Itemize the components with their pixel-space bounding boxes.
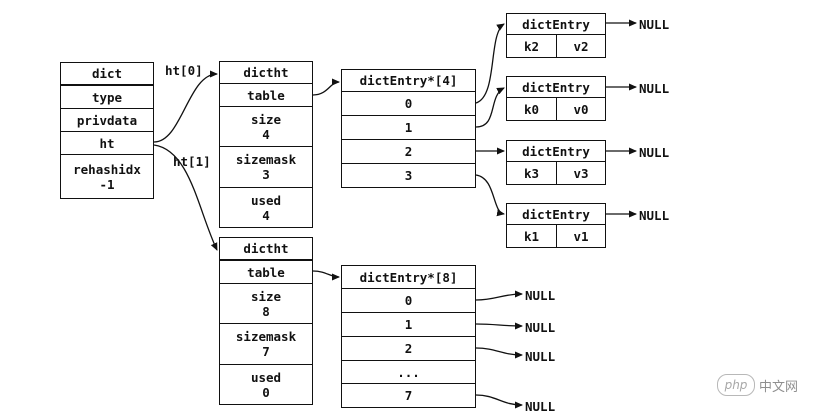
dict-entry-3-title: dictEntry	[506, 203, 606, 225]
null-label-7: NULL	[525, 399, 556, 414]
dict-entry-2-title: dictEntry	[506, 140, 606, 162]
table8-slot-1: 1	[341, 312, 476, 337]
table8-slot-3: ...	[341, 360, 476, 385]
watermark-text: 中文网	[759, 379, 799, 395]
dict-entry-3-key: k1	[506, 224, 557, 248]
dict-entry-0-key: k2	[506, 34, 557, 58]
table4-slot-1: 1	[341, 115, 476, 140]
table8-header-cell: dictEntry*[8]	[341, 265, 476, 289]
null-label-0: NULL	[639, 17, 670, 32]
dict-entry-0-title: dictEntry	[506, 13, 606, 35]
ht0-dictht-title-cell: dictht	[219, 61, 313, 84]
null-label-4: NULL	[525, 288, 556, 303]
table8-slot-4: 7	[341, 383, 476, 408]
dict-privdata-cell: privdata	[60, 108, 154, 132]
table4-header-cell: dictEntry*[4]	[341, 69, 476, 92]
dict-entry-3-value: v1	[556, 224, 606, 248]
null-label-3: NULL	[639, 208, 670, 223]
ht0-pointer-edge	[153, 70, 218, 143]
ht1-dictht-title-cell: dictht	[219, 237, 313, 260]
dict-ht-cell: ht	[60, 131, 154, 155]
table4-slot-2: 2	[341, 139, 476, 164]
ht0-table-edge	[312, 78, 340, 96]
dict-entry-0-value: v2	[556, 34, 606, 58]
dict-entry-1-title: dictEntry	[506, 76, 606, 98]
null-label-6: NULL	[525, 349, 556, 364]
php-logo: php	[717, 374, 755, 396]
dict-type-cell: type	[60, 85, 154, 109]
null-label-5: NULL	[525, 320, 556, 335]
ht0-dictht-table-cell: table	[219, 83, 313, 107]
slot0-entry-edge	[475, 23, 505, 104]
t8-slot2-null-edge	[475, 347, 523, 359]
slot1-entry-edge	[475, 87, 505, 128]
dict-entry-1-value: v0	[556, 97, 606, 121]
table4-slot-3: 3	[341, 163, 476, 188]
null-label-2: NULL	[639, 145, 670, 160]
table8-slot-0: 0	[341, 288, 476, 313]
t8-slot1-null-edge	[475, 322, 523, 330]
dict-entry-2-key: k3	[506, 161, 557, 185]
table4-slot-0: 0	[341, 91, 476, 116]
dict-entry-1-key: k0	[506, 97, 557, 121]
table8-slot-2: 2	[341, 336, 476, 361]
t8-slot0-null-edge	[475, 290, 523, 301]
dict-rehashidx-cell: rehashidx-1	[60, 154, 154, 199]
watermark: php 中文网	[717, 374, 798, 396]
dict-entry-2-value: v3	[556, 161, 606, 185]
dict-title-cell: dict	[60, 62, 154, 85]
null-label-1: NULL	[639, 81, 670, 96]
slot3-entry-edge	[475, 174, 505, 217]
ht1-pointer-edge	[153, 144, 218, 251]
ht1-edge-label: ht[1]	[173, 154, 211, 169]
ht0-edge-label: ht[0]	[165, 63, 203, 78]
t8-slot7-null-edge	[475, 394, 523, 409]
ht1-dictht-table-cell: table	[219, 260, 313, 284]
ht1-table-edge	[312, 270, 340, 281]
